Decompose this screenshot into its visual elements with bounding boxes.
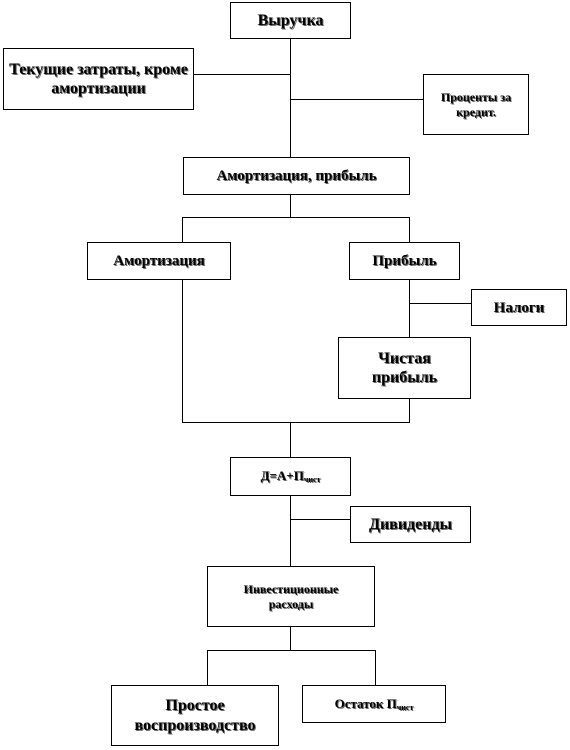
node-amortization: Амортизация xyxy=(87,242,231,280)
connector xyxy=(290,626,291,650)
node-net-profit-label: Чистая прибыль xyxy=(371,349,438,386)
connector xyxy=(409,217,410,242)
node-profit: Прибыль xyxy=(349,242,460,280)
node-investment-expenses-label: Инвестиционные расходы xyxy=(243,582,339,611)
node-amortization-profit: Амортизация, прибыль xyxy=(183,157,410,195)
connector xyxy=(290,99,423,100)
node-profit-label: Прибыль xyxy=(372,253,437,269)
node-revenue-label: Выручка xyxy=(257,11,324,29)
connector xyxy=(182,422,410,423)
node-amortization-label: Амортизация xyxy=(113,253,205,269)
node-net-profit: Чистая прибыль xyxy=(338,337,471,399)
node-taxes-label: Налоги xyxy=(493,299,545,316)
node-income-formula-label: Д=А+Пчист xyxy=(261,468,321,485)
node-current-costs-label: Текущие затраты, кроме амортизации xyxy=(9,60,188,97)
connector xyxy=(409,279,410,337)
connector xyxy=(290,495,291,566)
connector xyxy=(290,519,350,520)
income-formula-main: Д=А+П xyxy=(260,468,304,484)
node-loan-interest: Проценты за кредит. xyxy=(423,74,529,135)
node-dividends-label: Дивиденды xyxy=(368,515,453,533)
income-formula-subscript: чист xyxy=(303,475,321,485)
node-current-costs: Текущие затраты, кроме амортизации xyxy=(3,48,194,110)
connector xyxy=(194,74,290,75)
node-net-profit-remainder-label: Остаток Пчист xyxy=(335,696,414,713)
node-taxes: Налоги xyxy=(471,289,567,326)
remainder-subscript: чист xyxy=(396,702,414,712)
node-net-profit-remainder: Остаток Пчист xyxy=(302,685,446,723)
node-amortization-profit-label: Амортизация, прибыль xyxy=(216,168,377,184)
connector xyxy=(375,650,376,685)
node-simple-reproduction-label: Простое воспроизводство xyxy=(134,697,256,734)
node-simple-reproduction: Простое воспроизводство xyxy=(111,685,279,746)
connector xyxy=(182,217,183,242)
node-investment-expenses: Инвестиционные расходы xyxy=(207,566,375,627)
connector xyxy=(290,194,291,217)
connector xyxy=(290,422,291,457)
connector xyxy=(182,217,409,218)
node-revenue: Выручка xyxy=(230,2,351,39)
connector xyxy=(290,38,291,157)
node-loan-interest-label: Проценты за кредит. xyxy=(440,90,512,119)
node-dividends: Дивиденды xyxy=(350,506,471,543)
connector xyxy=(182,279,183,422)
connector xyxy=(409,303,471,304)
connector xyxy=(207,650,375,651)
connector xyxy=(207,650,208,685)
node-income-formula: Д=А+Пчист xyxy=(230,457,351,496)
connector xyxy=(409,398,410,422)
remainder-main: Остаток П xyxy=(334,695,397,711)
